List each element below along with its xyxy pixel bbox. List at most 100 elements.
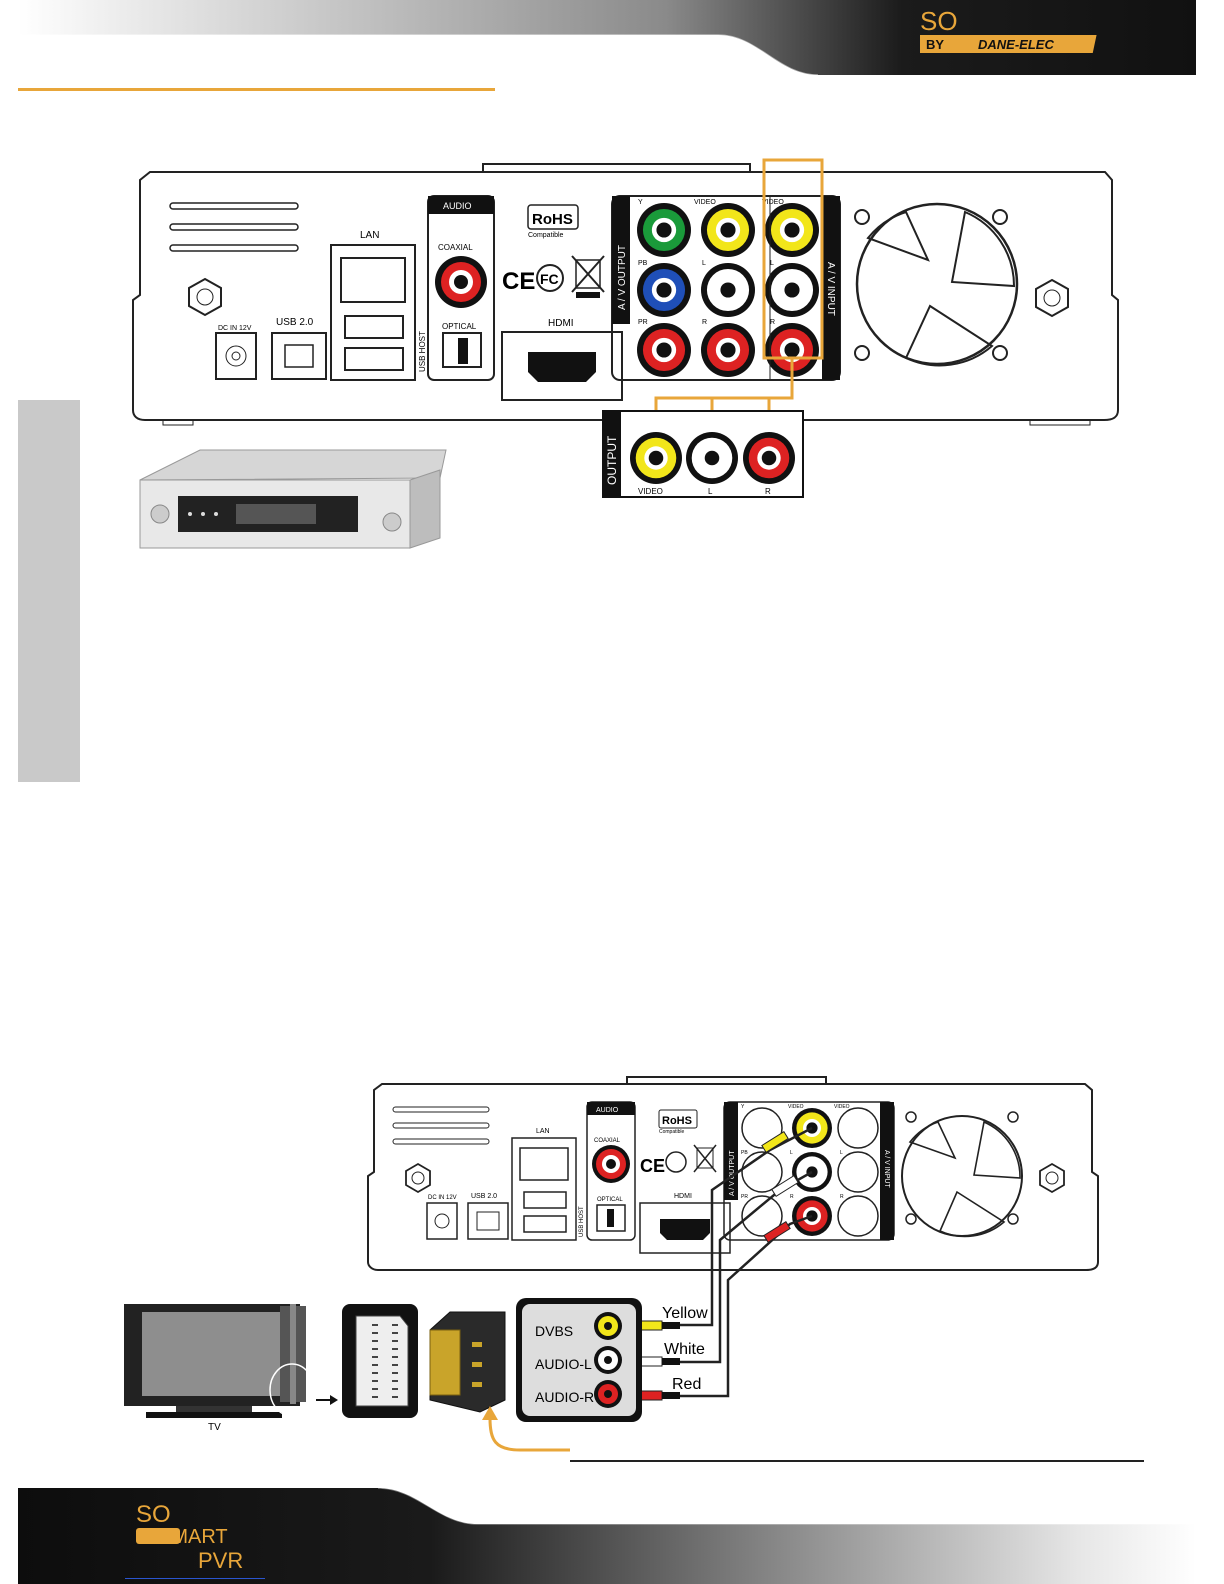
r-label-in: R: [770, 319, 775, 326]
av-output-label: A / V OUTPUT: [617, 245, 628, 310]
scart-pin: [372, 1324, 378, 1326]
empty-jack-bottom: [837, 1151, 879, 1193]
dc-label: DC IN 12V: [218, 325, 252, 332]
scart-pin: [392, 1356, 398, 1358]
audio-label: AUDIO: [443, 201, 472, 211]
cable-white-label: White: [664, 1341, 705, 1358]
optical-label-bottom: OPTICAL: [597, 1197, 623, 1203]
rca-jack: [701, 263, 755, 317]
rca-jack: [637, 323, 691, 377]
rca-adapter: DVBS AUDIO-L AUDIO-R: [516, 1298, 642, 1422]
footer-link-underline: [125, 1578, 265, 1579]
video-label-in: VIDEO: [762, 199, 784, 206]
rca-jack: [637, 263, 691, 317]
rca-jack: [765, 263, 819, 317]
av-cables: Yellow White Red: [637, 1126, 813, 1401]
empty-jack-bottom: [837, 1107, 879, 1149]
arrow-icon: [482, 1406, 498, 1420]
lan-label: LAN: [360, 230, 379, 241]
arrow-curve: [488, 1417, 570, 1452]
av-output-label-bottom: A / V OUTPUT: [729, 1150, 736, 1196]
video-label-bottom-in: VIDEO: [834, 1104, 850, 1110]
screw-icon: [1039, 1162, 1065, 1194]
side-tab: [18, 400, 80, 782]
rca-jack: [637, 203, 691, 257]
usb-host-label-bottom: USB HOST: [579, 1206, 585, 1237]
ce-mark-bottom: CE: [640, 1156, 665, 1176]
top-banner: SO BY DANE-ELEC: [18, 0, 1196, 75]
scart-pin: [392, 1380, 398, 1382]
output-jack: [630, 432, 682, 484]
pb-label: PB: [638, 260, 648, 267]
lan-usb-block: [330, 244, 416, 381]
video-label-out: VIDEO: [694, 199, 716, 206]
rca-jack: [765, 203, 819, 257]
dc-label-bottom: DC IN 12V: [428, 1195, 457, 1201]
l-label-bottom-out: L: [790, 1150, 793, 1156]
logo-bottom-pvr: PVR: [198, 1548, 243, 1573]
scart-pin: [372, 1332, 378, 1334]
fc-mark: FC: [540, 271, 559, 287]
tv-label: TV: [208, 1422, 221, 1433]
fan-icon: [901, 1111, 1023, 1238]
logo-so-text: SO: [920, 6, 958, 36]
scart-pin: [372, 1388, 378, 1390]
scart-pin: [392, 1332, 398, 1334]
tv-illustration: TV: [124, 1304, 338, 1433]
usb-host-label: USB HOST: [418, 331, 427, 372]
cable-yellow-label: Yellow: [662, 1305, 708, 1322]
hdmi-label: HDMI: [548, 318, 574, 329]
logo-by-text: BY: [926, 37, 944, 52]
output-l-label: L: [708, 487, 713, 496]
screw-icon: [405, 1162, 431, 1194]
scart-pin: [372, 1396, 378, 1398]
empty-jack-bottom: [837, 1195, 879, 1237]
pr-label-bottom: PR: [741, 1194, 748, 1200]
scart-pin: [372, 1348, 378, 1350]
scart-pin: [392, 1364, 398, 1366]
header-rule: [18, 88, 495, 91]
output-box: OUTPUT VIDEO L R: [602, 410, 804, 498]
l-label-out: L: [702, 260, 706, 267]
lan-label-bottom: LAN: [536, 1128, 550, 1135]
av-input-label: A / V INPUT: [825, 262, 836, 316]
usb-label: USB 2.0: [276, 317, 314, 328]
usb-label-bottom: USB 2.0: [471, 1193, 497, 1200]
logo-brand-text: DANE-ELEC: [978, 37, 1054, 52]
scart-pin: [372, 1364, 378, 1366]
scart-pin: [392, 1388, 398, 1390]
dc-port: [215, 332, 257, 380]
ce-mark: CE: [502, 268, 535, 295]
rca-jack: [701, 203, 755, 257]
scart-adapter: [429, 1311, 506, 1413]
scart-pin: [392, 1348, 398, 1350]
pr-label: PR: [638, 319, 648, 326]
hdmi-port: [528, 352, 596, 382]
scart-pin: [372, 1340, 378, 1342]
rohs-text: RoHS: [532, 211, 573, 228]
coaxial-label: COAXIAL: [438, 243, 473, 252]
weee-icon: [571, 255, 605, 298]
scart-pin: [372, 1372, 378, 1374]
scart-pin: [372, 1380, 378, 1382]
optical-label: OPTICAL: [442, 322, 477, 331]
adapter-audio-r: AUDIO-R: [535, 1389, 594, 1405]
av-jacks: [637, 203, 819, 377]
hdmi-block: [501, 331, 623, 401]
y-label: Y: [638, 199, 643, 206]
logo-bottom-smart: SMART: [158, 1526, 228, 1548]
brand-logo-bottom: SO SMART PVR: [136, 1501, 243, 1573]
bottom-banner: SO SMART PVR: [18, 1488, 1196, 1584]
fan-icon: [854, 202, 1019, 367]
rca-jack: [701, 323, 755, 377]
rohs-sub: Compatible: [528, 232, 564, 239]
r-label-out: R: [702, 319, 707, 326]
r-label-bottom-out: R: [790, 1194, 794, 1200]
optical-port: [442, 332, 482, 368]
output-title: OUTPUT: [605, 435, 619, 485]
av-input-label-bottom: A / V INPUT: [883, 1150, 890, 1188]
usb-host-port-1: [344, 315, 404, 339]
rohs-sub-bottom: Compatible: [659, 1129, 685, 1135]
device-top: DC IN 12V USB 2.0 LAN USB HOST AUDIO COA…: [132, 158, 1119, 426]
